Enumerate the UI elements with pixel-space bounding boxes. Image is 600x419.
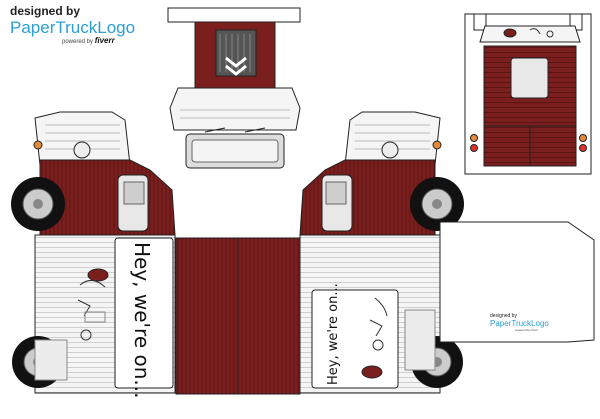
brand-logo-flap: designed by PaperTruckLogo powered by fi… — [490, 313, 549, 332]
wheel-icon — [410, 177, 464, 231]
right-side-panel — [299, 111, 464, 394]
roof-panel — [167, 7, 301, 169]
side-banner-right: Hey, we're on... — [326, 283, 341, 385]
brand-designed-by: designed by — [490, 313, 517, 319]
brand-powered-by: powered by fiverr — [515, 328, 539, 332]
brand-designed-by: designed by — [10, 4, 81, 18]
fiverr-doodle-icon — [361, 297, 388, 379]
fiverr-doodle-icon — [77, 268, 109, 341]
grille-icon — [215, 29, 257, 77]
brand-logo-top: designed by PaperTruckLogo powered by fi… — [10, 4, 135, 46]
roof-long-panel — [175, 237, 301, 395]
fiverr-doodle-icon — [503, 28, 554, 38]
wheel-icon — [11, 177, 65, 231]
fold-flap — [439, 221, 595, 343]
left-side-panel — [11, 111, 176, 394]
brand-powered-by: powered by fiverr — [62, 36, 115, 46]
tail-light-icon — [470, 134, 587, 152]
side-banner-left: Hey, we're on... — [130, 242, 154, 398]
brand-name: PaperTruckLogo — [10, 18, 136, 37]
rear-panel — [464, 13, 592, 175]
brand-name: PaperTruckLogo — [490, 319, 549, 328]
